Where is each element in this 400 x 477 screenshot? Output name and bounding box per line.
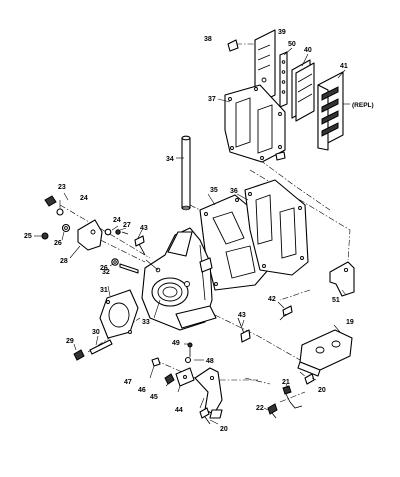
- screw-22: [267, 403, 278, 419]
- linkage-parts: [41, 195, 139, 274]
- reed-block-gasket: [224, 84, 286, 163]
- bracket-51: [329, 261, 355, 297]
- reed-spacer: [279, 51, 288, 108]
- screw-38: [227, 39, 239, 52]
- callout-28: 28: [60, 258, 68, 265]
- stud-30: [89, 339, 113, 355]
- screw-20-right: [304, 373, 315, 385]
- callout-49: 49: [172, 340, 180, 347]
- intake-manifold-body: [141, 227, 217, 331]
- screw-near-37: [275, 151, 286, 161]
- callout-44: 44: [175, 407, 183, 414]
- callout-47: 47: [124, 379, 132, 386]
- callout-45: 45: [150, 394, 158, 401]
- callout-35: 35: [210, 187, 218, 194]
- callout-21: 21: [282, 379, 290, 386]
- nut-29: [73, 349, 85, 361]
- callout-36: 36: [230, 188, 238, 195]
- callout-32: 32: [102, 269, 110, 276]
- callout-26-right: 26: [100, 265, 108, 272]
- callout-25: 25: [24, 233, 32, 240]
- callout-19: 19: [346, 319, 354, 326]
- callout-22: 22: [256, 405, 264, 412]
- reed-petals: [291, 59, 315, 122]
- callout-42: 42: [268, 296, 276, 303]
- leader-lines: [34, 47, 350, 425]
- callout-40: 40: [304, 47, 312, 54]
- carburetor-flange-gasket: [99, 289, 139, 339]
- intake-gasket-right: [244, 179, 309, 276]
- callout-20-lower: 20: [220, 426, 228, 433]
- callout-26-left: 26: [54, 240, 62, 247]
- screw-42: [279, 305, 293, 321]
- screw-20-lower: [199, 407, 211, 425]
- callout-31: 31: [100, 287, 108, 294]
- callout-41: 41: [340, 63, 348, 70]
- callout-33: 33: [142, 319, 150, 326]
- callout-48: 48: [206, 358, 214, 365]
- callouts: 19 20 20 21 22 23 24 24 25 26 26 27 28 2…: [24, 29, 374, 433]
- bracket-19: [297, 329, 353, 377]
- repl-note: (REPL): [352, 102, 374, 109]
- bracket-44: [194, 367, 223, 419]
- small-hardware: [151, 342, 195, 387]
- callout-30: 30: [92, 329, 100, 336]
- callout-50: 50: [288, 41, 296, 48]
- callout-37: 37: [208, 96, 216, 103]
- callout-24-lower: 24: [113, 217, 121, 224]
- callout-27: 27: [123, 222, 131, 229]
- callout-51: 51: [332, 297, 340, 304]
- screw-43-lower: [237, 317, 251, 343]
- callout-29: 29: [66, 338, 74, 345]
- callout-46: 46: [138, 387, 146, 394]
- callout-23: 23: [58, 184, 66, 191]
- reed-block-assembly: [317, 71, 344, 151]
- callout-20-right: 20: [318, 387, 326, 394]
- callout-43-upper: 43: [140, 225, 148, 232]
- callout-24-upper: 24: [80, 195, 88, 202]
- callout-39: 39: [278, 29, 286, 36]
- callout-34: 34: [166, 156, 174, 163]
- screw-43-upper: [134, 235, 146, 256]
- callout-38: 38: [204, 36, 212, 43]
- stud-tube: [181, 135, 191, 211]
- callout-43-lower: 43: [238, 312, 246, 319]
